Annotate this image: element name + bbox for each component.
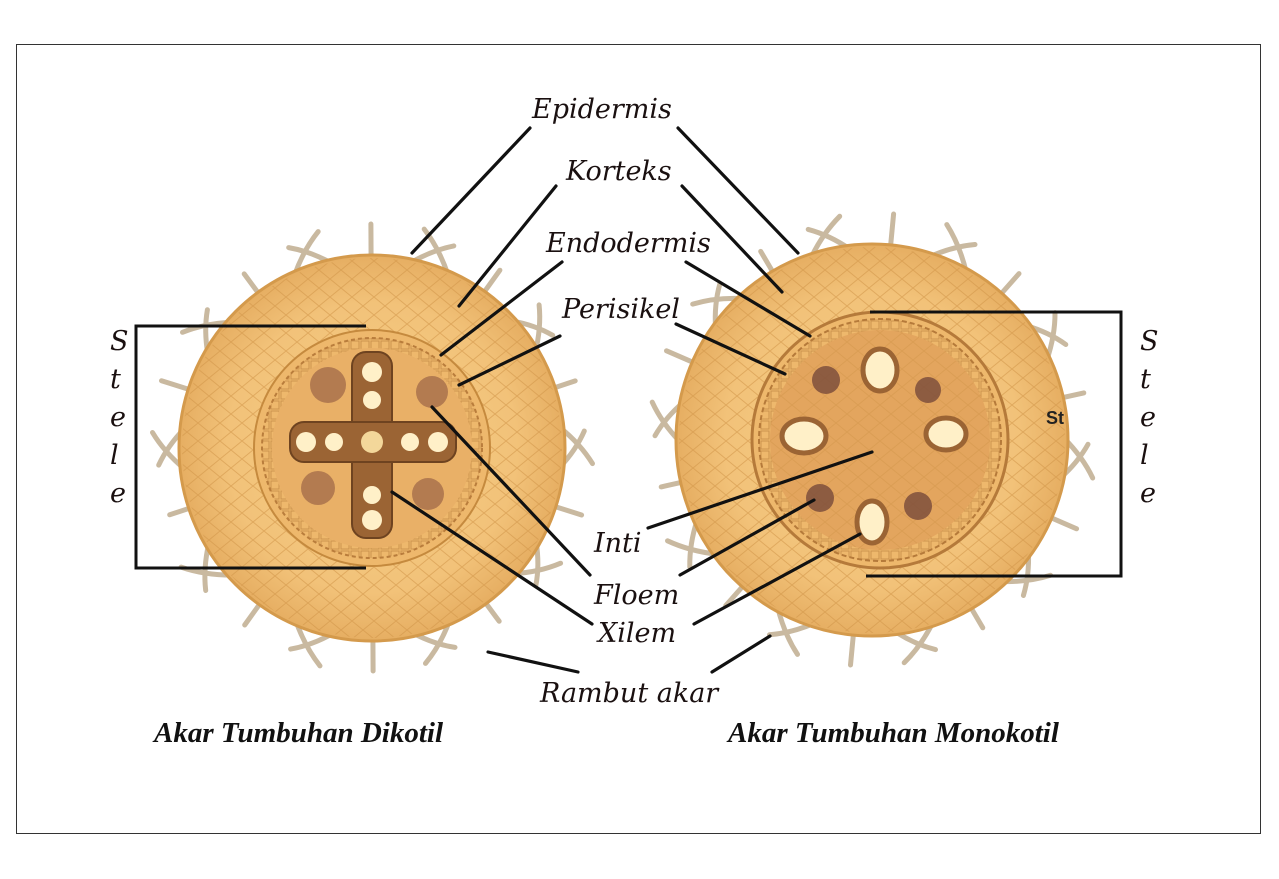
- monocot-phloem: [806, 366, 941, 520]
- leader-epidermis-monocot: [676, 126, 800, 255]
- label-floem: Floem: [593, 580, 679, 611]
- leader-epidermis-dicot: [410, 126, 532, 255]
- leader-korteks-dicot: [457, 184, 558, 308]
- leader-inti: [646, 450, 874, 530]
- leader-perisikel-dicot: [457, 334, 562, 387]
- leader-lines: [390, 126, 874, 674]
- dicot-xylem: [289, 351, 457, 539]
- dicot-phloem: [301, 471, 335, 505]
- dicot-phloem: [412, 478, 444, 510]
- label-perisikel: Perisikel: [561, 294, 680, 325]
- label-inti: Inti: [593, 528, 642, 559]
- leader-xilem-monocot: [692, 532, 862, 626]
- label-stele-fragment: St: [1046, 408, 1064, 428]
- caption-monocot: Akar Tumbuhan Monokotil: [726, 717, 1060, 749]
- leader-xilem-dicot: [390, 490, 594, 626]
- leader-rambut-akar-monocot: [710, 634, 772, 674]
- leader-endodermis-monocot: [684, 260, 812, 338]
- leader-rambut-akar-dicot: [486, 650, 580, 674]
- label-xilem: Xilem: [596, 618, 676, 649]
- label-korteks: Korteks: [565, 156, 672, 187]
- leader-korteks-monocot: [680, 184, 784, 294]
- label-rambut-akar: Rambut akar: [539, 678, 720, 709]
- monocot-xylem: [779, 346, 969, 546]
- dicot-phloem: [310, 367, 346, 403]
- label-epidermis: Epidermis: [531, 94, 672, 125]
- label-endodermis: Endodermis: [545, 228, 711, 259]
- stele-bracket-dicot: [134, 324, 366, 570]
- caption-dicot: Akar Tumbuhan Dikotil: [152, 717, 444, 749]
- leader-floem-monocot: [678, 498, 816, 577]
- stele-bracket-monocot: [866, 310, 1123, 578]
- dicot-phloem: [416, 376, 448, 408]
- monocot-root: [649, 211, 1096, 668]
- dicot-root: [150, 221, 595, 674]
- leader-perisikel-monocot: [674, 322, 787, 376]
- leader-floem-dicot: [430, 405, 592, 577]
- leader-endodermis-dicot: [439, 260, 564, 357]
- figure-frame: [16, 44, 1261, 834]
